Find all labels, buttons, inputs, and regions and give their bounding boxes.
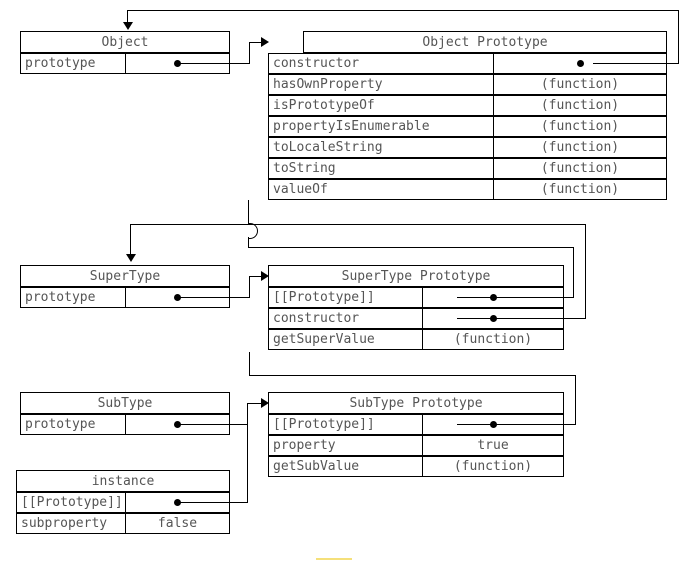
- connector-subtype-prototype-h: [180, 424, 248, 425]
- object-prototype-key: prototype: [25, 56, 96, 71]
- connector-object-prototype-h2: [249, 42, 263, 43]
- render-artifact: [316, 558, 352, 560]
- op-hasownproperty-value: (function): [493, 75, 666, 94]
- op-valueof-key: valueOf: [273, 182, 328, 197]
- object-title: Object: [20, 31, 230, 53]
- arrow-into-object-prototype-icon: [261, 37, 269, 47]
- instance-row-prototype-internal: [[Prototype]]: [16, 492, 230, 513]
- instance-subproperty-key: subproperty: [21, 516, 108, 531]
- link-dot-icon: [174, 60, 181, 67]
- connector-instance-proto-v: [247, 424, 248, 503]
- object-prototype-title: Object Prototype: [303, 31, 667, 53]
- op-tostring-key: toString: [273, 161, 336, 176]
- op-isprototypeof-key: isPrototypeOf: [273, 98, 375, 113]
- connector-object-prototype-v: [249, 42, 250, 64]
- object-prototype-value: [125, 54, 229, 73]
- op-hasownproperty-key: hasOwnProperty: [273, 77, 383, 92]
- object-prototype-row-tolocalestring: toLocaleString (function): [268, 137, 667, 158]
- connector-stp-ctor-h: [457, 318, 586, 319]
- connector-op-constructor-h: [593, 63, 679, 64]
- sbp-prototype-key: [[Prototype]]: [273, 417, 375, 432]
- supertype-title: SuperType: [20, 265, 230, 287]
- op-constructor-value: [493, 54, 666, 73]
- subtype-title: SubType: [20, 392, 230, 414]
- op-tostring-value: (function): [493, 159, 666, 178]
- supertype-prototype-title: SuperType Prototype: [268, 265, 564, 287]
- stp-row-prototype-internal: [[Prototype]]: [268, 287, 564, 308]
- connector-stp-proto-v: [573, 247, 574, 298]
- connector-stp-ctor-v: [585, 224, 586, 319]
- object-prototype-row-isprototypeof: isPrototypeOf (function): [268, 95, 667, 116]
- op-tolocalestring-key: toLocaleString: [273, 140, 383, 155]
- connector-sbp-proto-h: [457, 424, 576, 425]
- instance-title: instance: [16, 470, 230, 492]
- link-dot-icon: [174, 421, 181, 428]
- instance-prototype-key: [[Prototype]]: [21, 495, 123, 510]
- arrow-into-object-icon: [123, 22, 133, 30]
- op-propertyisenumerable-key: propertyIsEnumerable: [273, 119, 430, 134]
- connector-sbp-proto-v2: [249, 352, 250, 376]
- connector-stp-proto-h2: [248, 247, 574, 248]
- instance-subproperty-value: false: [125, 514, 229, 533]
- connector-op-constructor-v: [678, 10, 679, 64]
- subtype-prototype-key: prototype: [25, 417, 96, 432]
- link-dot-icon: [174, 294, 181, 301]
- supertype-prototype-value: [125, 288, 229, 307]
- subtype-prototype-value: [125, 415, 229, 434]
- op-tolocalestring-value: (function): [493, 138, 666, 157]
- connector-supertype-prototype-v: [249, 276, 250, 298]
- sbp-property-key: property: [273, 438, 336, 453]
- connector-op-constructor-h2: [127, 10, 679, 11]
- line-jump-icon: [248, 223, 258, 239]
- stp-row-getsupervalue: getSuperValue (function): [268, 329, 564, 350]
- object-prototype-row-constructor: constructor: [268, 53, 667, 74]
- connector-stp-proto-v2-lower: [248, 237, 249, 248]
- arrow-into-subtype-prototype-icon: [261, 398, 269, 408]
- connector-instance-proto-h: [176, 502, 247, 503]
- stp-getsupervalue-value: (function): [422, 330, 563, 349]
- connector-stp-ctor-v2: [130, 224, 131, 256]
- sbp-row-prototype-internal: [[Prototype]]: [268, 414, 564, 435]
- arrow-into-supertype-icon: [126, 254, 136, 262]
- object-row-prototype: prototype: [20, 53, 230, 74]
- op-constructor-key: constructor: [273, 56, 360, 71]
- connector-subtype-prototype-v: [247, 403, 248, 425]
- op-valueof-value: (function): [493, 180, 666, 199]
- sbp-getsubvalue-value: (function): [422, 457, 563, 476]
- stp-prototype-key: [[Prototype]]: [273, 290, 375, 305]
- sbp-row-getsubvalue: getSubValue (function): [268, 456, 564, 477]
- object-prototype-row-hasownproperty: hasOwnProperty (function): [268, 74, 667, 95]
- op-propertyisenumerable-value: (function): [493, 117, 666, 136]
- connector-sbp-proto-v: [575, 375, 576, 425]
- connector-op-constructor-v2: [127, 10, 128, 24]
- subtype-prototype-title: SubType Prototype: [268, 392, 564, 414]
- object-prototype-row-propertyisenumerable: propertyIsEnumerable (function): [268, 116, 667, 137]
- object-prototype-row-valueof: valueOf (function): [268, 179, 667, 200]
- connector-sbp-proto-h2: [249, 375, 576, 376]
- op-isprototypeof-value: (function): [493, 96, 666, 115]
- instance-row-subproperty: subproperty false: [16, 513, 230, 534]
- connector-subtype-prototype-h2: [247, 403, 263, 404]
- supertype-prototype-key: prototype: [25, 290, 96, 305]
- connector-supertype-prototype-h2: [249, 276, 263, 277]
- sbp-row-property: property true: [268, 435, 564, 456]
- connector-object-prototype-h: [180, 63, 250, 64]
- stp-row-constructor: constructor: [268, 308, 564, 329]
- connector-stp-proto-v2-upper: [248, 200, 249, 224]
- stp-getsupervalue-key: getSuperValue: [273, 332, 375, 347]
- sbp-getsubvalue-key: getSubValue: [273, 459, 360, 474]
- connector-stp-ctor-h2: [130, 224, 586, 225]
- connector-supertype-prototype-h: [180, 297, 250, 298]
- object-prototype-row-tostring: toString (function): [268, 158, 667, 179]
- sbp-property-value: true: [422, 436, 563, 455]
- arrow-into-supertype-prototype-icon: [261, 271, 269, 281]
- connector-stp-proto-h: [457, 297, 574, 298]
- stp-constructor-key: constructor: [273, 311, 360, 326]
- link-dot-icon: [576, 60, 584, 67]
- supertype-row-prototype: prototype: [20, 287, 230, 308]
